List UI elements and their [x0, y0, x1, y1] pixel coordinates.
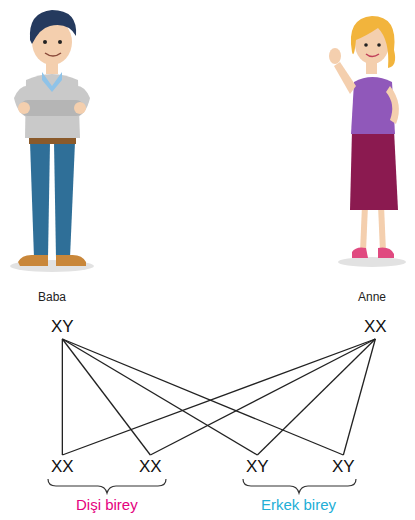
jeans-leg: [54, 142, 75, 258]
genotype-text: XX: [51, 457, 74, 477]
inheritance-line: [62, 339, 63, 455]
braces: [48, 479, 356, 493]
leg: [378, 205, 386, 252]
hand: [18, 102, 30, 114]
inheritance-line: [62, 339, 150, 455]
genotype-text: XX: [139, 457, 162, 477]
mouth: [366, 54, 379, 57]
shadow: [338, 257, 406, 267]
inheritance-line: [62, 339, 343, 455]
group-label: Dişi birey: [76, 496, 138, 514]
jeans-leg: [30, 142, 50, 258]
child-genotype: XY: [329, 456, 358, 478]
shoe: [352, 248, 368, 259]
collar: [42, 72, 62, 92]
father-figure: [10, 10, 94, 272]
male-brace: [243, 479, 356, 493]
skirt: [350, 130, 398, 210]
parent-name: Baba: [38, 290, 66, 304]
female-brace: [48, 479, 166, 493]
hair: [351, 16, 395, 68]
inheritance-line: [343, 339, 375, 455]
mouth: [45, 53, 61, 56]
eye: [364, 43, 368, 47]
inheritance-line: [150, 339, 375, 455]
parent-name: Anne: [358, 290, 386, 304]
group-label: Erkek birey: [261, 496, 336, 514]
mother-figure: [329, 16, 406, 267]
child-genotype: XX: [136, 456, 165, 478]
child-genotype: XY: [243, 456, 272, 478]
leg: [360, 205, 368, 252]
child-genotype: XX: [48, 456, 77, 478]
eye: [43, 40, 47, 44]
arm: [386, 86, 399, 124]
genotype-text: XY: [332, 457, 355, 477]
hand: [74, 102, 86, 114]
hair: [30, 10, 76, 44]
genotype-text: XY: [246, 457, 269, 477]
shoe: [378, 248, 394, 258]
genotype-text: XY: [51, 317, 74, 337]
eye: [58, 40, 62, 44]
raised-arm: [334, 62, 356, 94]
parent-genotype: XX: [361, 316, 390, 338]
waving-hand: [329, 48, 341, 64]
genotype-text: XX: [364, 317, 387, 337]
shoe: [18, 255, 48, 266]
inheritance-line: [257, 339, 375, 455]
eye: [377, 43, 381, 47]
top: [351, 77, 395, 134]
inheritance-line: [62, 339, 257, 455]
parent-genotype: XY: [48, 316, 77, 338]
inheritance-line: [62, 339, 375, 455]
shoe: [56, 255, 86, 266]
